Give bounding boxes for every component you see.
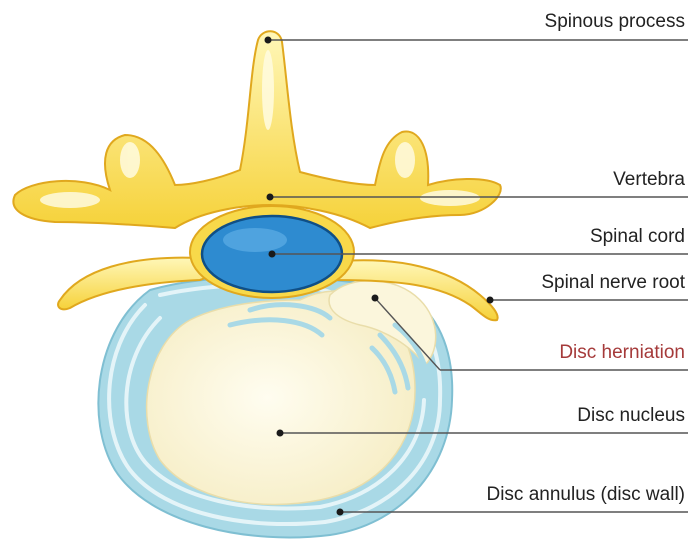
label-vertebra: Vertebra bbox=[613, 170, 685, 189]
label-disc-annulus: Disc annulus (disc wall) bbox=[486, 485, 685, 504]
label-disc-nucleus: Disc nucleus bbox=[577, 406, 685, 425]
label-disc-herniation: Disc herniation bbox=[559, 343, 685, 362]
label-spinal-nerve-root: Spinal nerve root bbox=[541, 273, 685, 292]
label-spinal-cord: Spinal cord bbox=[590, 227, 685, 246]
label-spinous-process: Spinous process bbox=[545, 12, 685, 31]
